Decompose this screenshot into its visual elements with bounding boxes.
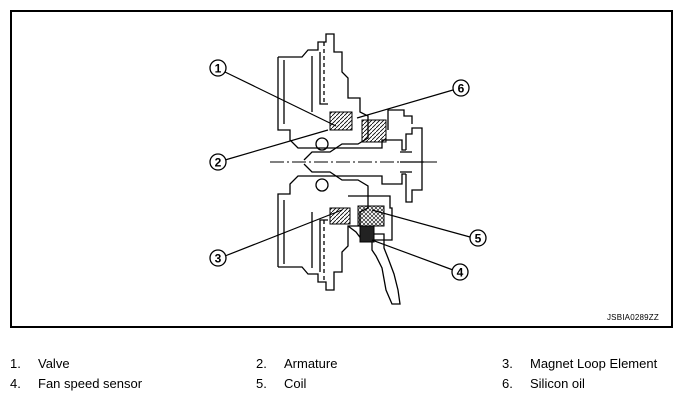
legend-label: Valve — [38, 356, 70, 371]
upper-coil-block — [361, 119, 387, 143]
legend-label: Coil — [284, 376, 307, 391]
upper-blade-root — [283, 52, 328, 124]
callout-4: 4 — [451, 263, 469, 281]
callout-5: 5 — [469, 229, 487, 247]
lower-hub-outline — [278, 163, 369, 291]
callout-4-label: 4 — [457, 266, 464, 280]
callout-3-label: 3 — [215, 252, 222, 266]
legend-number: 3. — [502, 356, 513, 371]
upper-hub-outline — [278, 33, 369, 161]
figure-code: JSBIA0289ZZ — [606, 313, 659, 322]
legend-number: 5. — [256, 376, 267, 391]
leader-6 — [356, 89, 454, 119]
callout-2: 2 — [209, 153, 227, 171]
callout-1-label: 1 — [215, 62, 222, 76]
diagram-frame: 1 6 2 3 5 4 JSBIA0289ZZ — [10, 10, 673, 328]
callout-6: 6 — [452, 79, 470, 97]
legend-label: Magnet Loop Element — [530, 356, 658, 371]
legend-label: Silicon oil — [530, 376, 585, 391]
callout-5-label: 5 — [475, 232, 482, 246]
legend: 1. Valve 2. Armature 3. Magnet Loop Elem… — [0, 350, 685, 394]
legend-number: 4. — [10, 376, 21, 391]
lower-hub-inner — [277, 175, 308, 267]
sensor-bracket — [371, 233, 401, 305]
callout-1: 1 — [209, 59, 227, 77]
upper-magnet-block — [329, 111, 353, 131]
callout-3: 3 — [209, 249, 227, 267]
legend-label: Fan speed sensor — [38, 376, 143, 391]
upper-bearing — [315, 137, 329, 151]
legend-number: 1. — [10, 356, 21, 371]
lower-coil-housing — [347, 195, 393, 241]
leader-2 — [224, 129, 329, 161]
lower-sensor-block — [359, 225, 375, 243]
leader-4 — [371, 239, 454, 271]
callout-2-label: 2 — [215, 156, 222, 170]
upper-hub-inner — [277, 57, 308, 149]
lower-blade-root — [283, 200, 328, 272]
legend-number: 6. — [502, 376, 513, 391]
leader-5 — [371, 209, 471, 238]
callout-6-label: 6 — [458, 82, 465, 96]
fan-coupling-cross-section: 1 6 2 3 5 4 — [209, 33, 487, 305]
legend-number: 2. — [256, 356, 267, 371]
lower-magnet-block — [329, 207, 351, 225]
lower-coil-block — [357, 205, 385, 227]
lower-bearing — [315, 178, 329, 192]
shaft — [308, 139, 406, 185]
pulley-steps — [400, 151, 424, 173]
leader-3 — [224, 209, 343, 257]
leader-1 — [224, 71, 337, 127]
legend-label: Armature — [284, 356, 338, 371]
pulley-flange — [387, 109, 423, 203]
